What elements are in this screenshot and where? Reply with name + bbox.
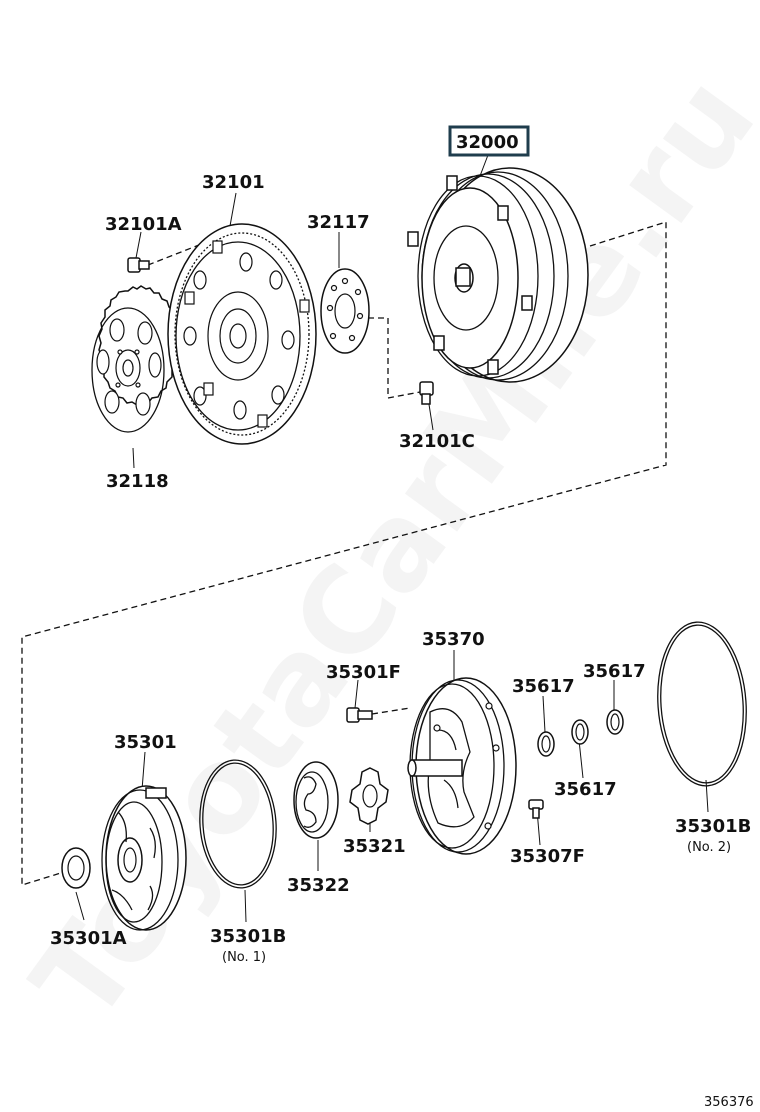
driven-gear: [293, 761, 339, 839]
label-32117: 32117: [307, 212, 370, 233]
spacer-plate: [320, 268, 370, 354]
drive-plate-sprocket: [91, 285, 179, 433]
o-ring-no1: [199, 759, 277, 889]
part-labels: 32000 32101 32101A 32117 32101C 32118 35…: [50, 132, 751, 965]
label-35617-c: 35617: [554, 779, 617, 800]
bolt-35307f: [528, 799, 544, 819]
label-35301b-no2-note: (No. 2): [687, 840, 731, 855]
label-35321: 35321: [343, 836, 406, 857]
label-35322: 35322: [287, 875, 350, 896]
label-35301b-no1-note: (No. 1): [222, 950, 266, 965]
label-32000: 32000: [456, 132, 519, 153]
bolt-35301f: [346, 707, 373, 723]
drive-gear: [349, 767, 389, 825]
highlight-box: [448, 125, 530, 157]
label-35617-a: 35617: [512, 676, 575, 697]
oil-seal: [61, 847, 91, 889]
bolt-32101a: [127, 257, 150, 273]
label-35617-b: 35617: [583, 661, 646, 682]
bolt-32101c: [419, 381, 434, 405]
label-32101a: 32101A: [105, 214, 182, 235]
label-35307f: 35307F: [510, 846, 585, 867]
label-32118: 32118: [106, 471, 169, 492]
label-35301a: 35301A: [50, 928, 127, 949]
o-ring-no2: [657, 621, 747, 787]
label-32101c: 32101C: [399, 431, 475, 452]
label-35301b-no1: 35301B: [210, 926, 286, 947]
label-35301b-no2: 35301B: [675, 816, 751, 837]
label-35370: 35370: [422, 629, 485, 650]
drive-plate: [167, 223, 317, 445]
diagram-reference-number: 356376: [704, 1095, 754, 1110]
label-35301f: 35301F: [326, 662, 401, 683]
seal-rings: [537, 709, 624, 757]
leader-lines: [21, 154, 709, 923]
label-35301: 35301: [114, 732, 177, 753]
pump-cover: [101, 785, 187, 931]
torque-converter: [407, 125, 589, 383]
label-32101: 32101: [202, 172, 265, 193]
oil-pump-body: [407, 677, 517, 855]
